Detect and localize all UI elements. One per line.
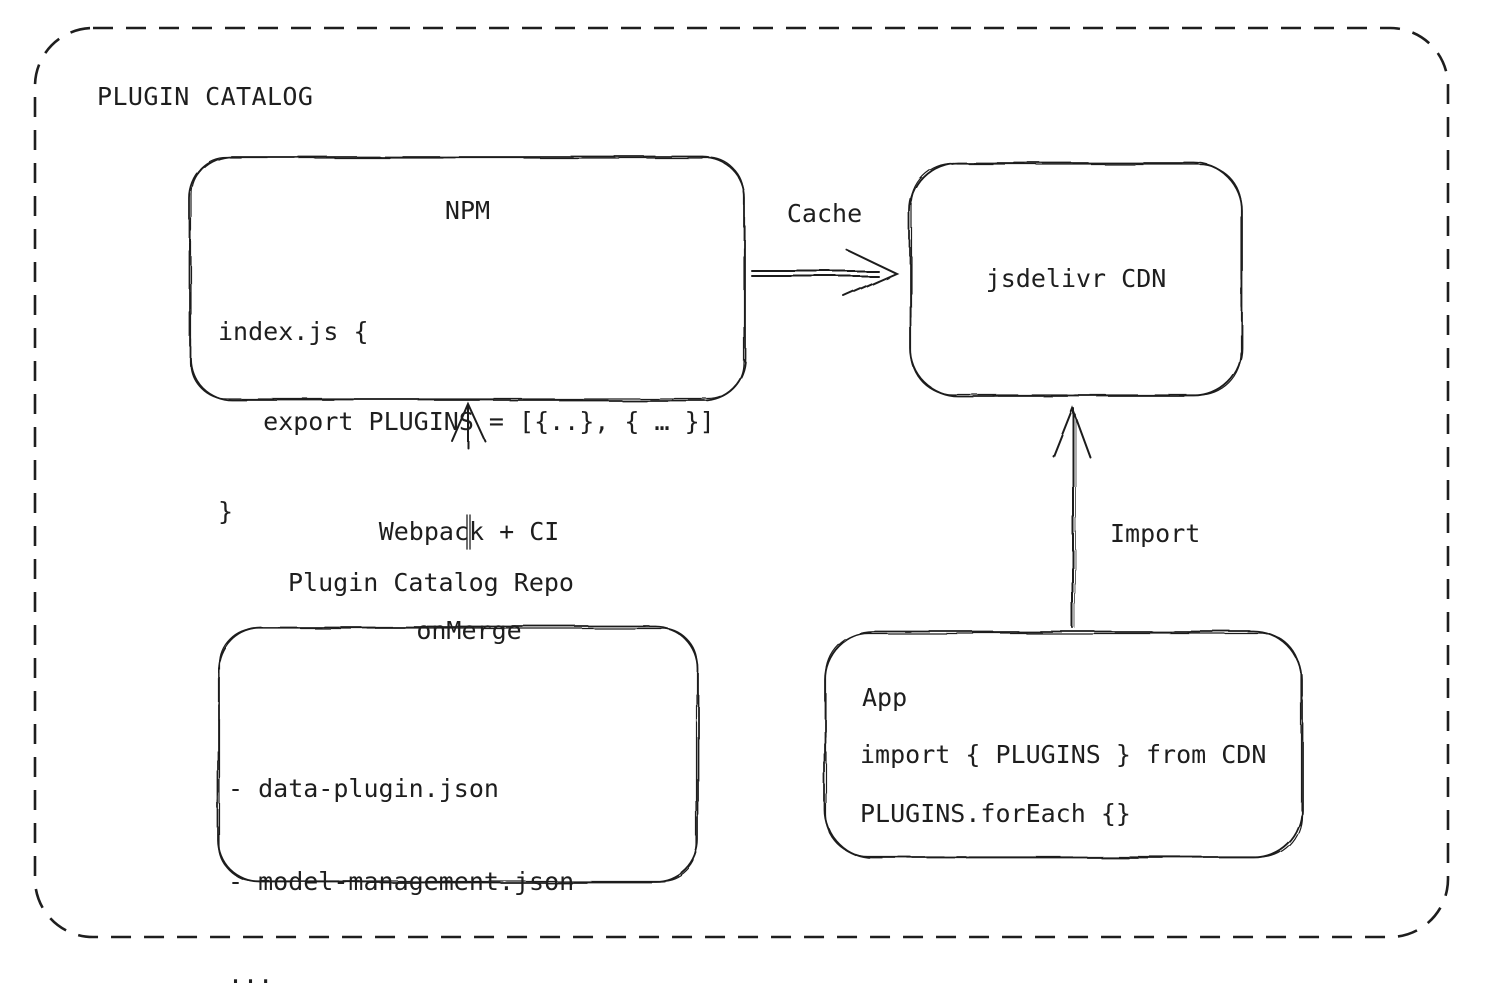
npm-box-outline xyxy=(189,156,746,401)
frame-title: PLUGIN CATALOG xyxy=(97,82,314,111)
app-code-line-2: PLUGINS.forEach {} xyxy=(860,799,1131,828)
npm-code-line-2: export PLUGINS = [{..}, { … }] xyxy=(218,407,715,436)
repo-box-outline xyxy=(217,626,699,883)
npm-code-line-3: } xyxy=(218,497,234,526)
npm-code-line-1: index.js { xyxy=(218,317,369,346)
npm-node-title: NPM xyxy=(444,196,491,225)
repo-file-list: - data-plugin.json - model-management.js… xyxy=(228,711,574,1002)
cdn-node-label: jsdelivr CDN xyxy=(985,264,1167,293)
app-box-outline-2 xyxy=(825,632,1302,858)
build-edge-label: Webpack + CI onMerge xyxy=(369,449,569,713)
repo-file-line-2: - model-management.json xyxy=(228,867,575,896)
app-box-outline xyxy=(824,631,1303,859)
import-edge-label: Import xyxy=(1110,519,1201,548)
import-arrow xyxy=(1052,405,1091,629)
app-node-title: App xyxy=(862,683,908,712)
repo-file-line-3: ... xyxy=(228,960,274,989)
build-edge-label-line-2: onMerge xyxy=(416,616,522,645)
repo-node-title: Plugin Catalog Repo xyxy=(288,568,574,597)
cdn-box-outline xyxy=(909,162,1243,397)
repo-box-outline-2 xyxy=(218,627,698,882)
cache-edge-label: Cache xyxy=(786,199,863,228)
npm-code-block: index.js { export PLUGINS = [{..}, { … }… xyxy=(218,257,715,587)
build-arrow-head xyxy=(451,401,486,449)
cache-arrow xyxy=(751,248,899,297)
repo-file-line-1: - data-plugin.json xyxy=(228,774,499,803)
app-code-line-1: import { PLUGINS } from CDN xyxy=(860,740,1267,769)
cdn-box-outline-2 xyxy=(910,163,1242,396)
npm-box-outline-2 xyxy=(190,157,745,400)
build-edge-label-line-1: Webpack + CI xyxy=(378,517,560,546)
build-arrow-tail xyxy=(466,514,471,550)
catalog-frame-border xyxy=(33,26,1450,939)
